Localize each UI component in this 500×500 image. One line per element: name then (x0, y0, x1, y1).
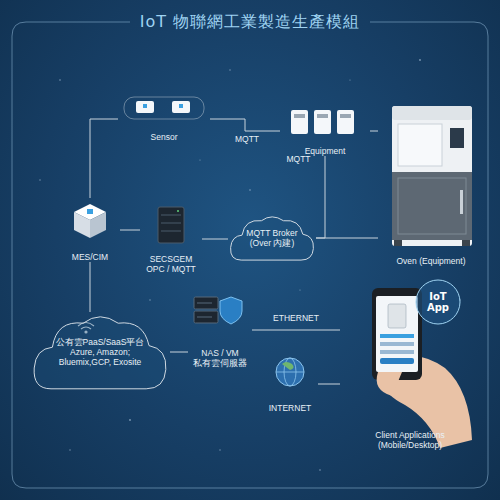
icon-node: NAS / VM私有雲伺服器 (188, 292, 252, 368)
cloud-node: MQTT Broker (Over 內建) (228, 214, 316, 262)
connector-line (252, 330, 340, 331)
node-label: 公有雲PaaS/SaaS平台 Azure, Amazon; Bluemix,GC… (45, 337, 155, 367)
app-badge-text: IoT App (420, 291, 456, 313)
node-label: INTERNET (263, 403, 317, 413)
node-label: SECSGEM OPC / MQTT (144, 254, 199, 274)
connector-line (316, 156, 325, 238)
sensor-icons (124, 97, 204, 119)
icon-node: Client Applications (Mobile/Desktop) (340, 285, 480, 450)
connector-label: MQTT (235, 134, 259, 144)
connector-line (316, 238, 378, 239)
icon-node: MES/CIM (60, 198, 120, 262)
connector-line (318, 384, 340, 385)
diagram-title: IoT 物聯網工業製造生產模組 (0, 12, 500, 33)
cloud-shape (34, 317, 166, 389)
node-label: MQTT Broker (Over 內建) (237, 228, 307, 248)
icon-node: Equipment (280, 106, 370, 156)
connector-line (210, 119, 280, 131)
oven-machine (392, 106, 472, 246)
globe-icon (276, 358, 304, 386)
nas-server-shield (194, 297, 242, 324)
connector-label: ETHERNET (273, 313, 319, 323)
phone-in-hand (372, 280, 472, 448)
connector-line (370, 131, 378, 132)
connector-line (202, 239, 228, 240)
frame-border (12, 22, 488, 488)
node-label: NAS / VM (189, 348, 251, 358)
equipment-icons (291, 110, 354, 134)
connector-label: MQTT (286, 154, 310, 164)
icon-node: Sensor (118, 96, 210, 142)
connector-line (170, 352, 188, 353)
icon-node: SECSGEM OPC / MQTT (140, 204, 202, 274)
mes-cube (74, 204, 106, 238)
connector-line (90, 119, 118, 198)
node-label: 私有雲伺服器 (189, 358, 251, 368)
node-label: Sensor (119, 132, 209, 142)
cloud-shape (231, 217, 314, 260)
node-label: MES/CIM (61, 252, 119, 262)
node-label: Client Applications (Mobile/Desktop) (355, 430, 465, 450)
cloud-node: 公有雲PaaS/SaaS平台 Azure, Amazon; Bluemix,GC… (30, 312, 170, 392)
icon-node: Oven (Equipment) (378, 100, 484, 266)
connector-line (120, 230, 140, 231)
icon-node: INTERNET (262, 355, 318, 413)
node-label: Oven (Equipment) (379, 256, 483, 266)
server-icon (158, 207, 184, 243)
connector-line (90, 262, 91, 312)
